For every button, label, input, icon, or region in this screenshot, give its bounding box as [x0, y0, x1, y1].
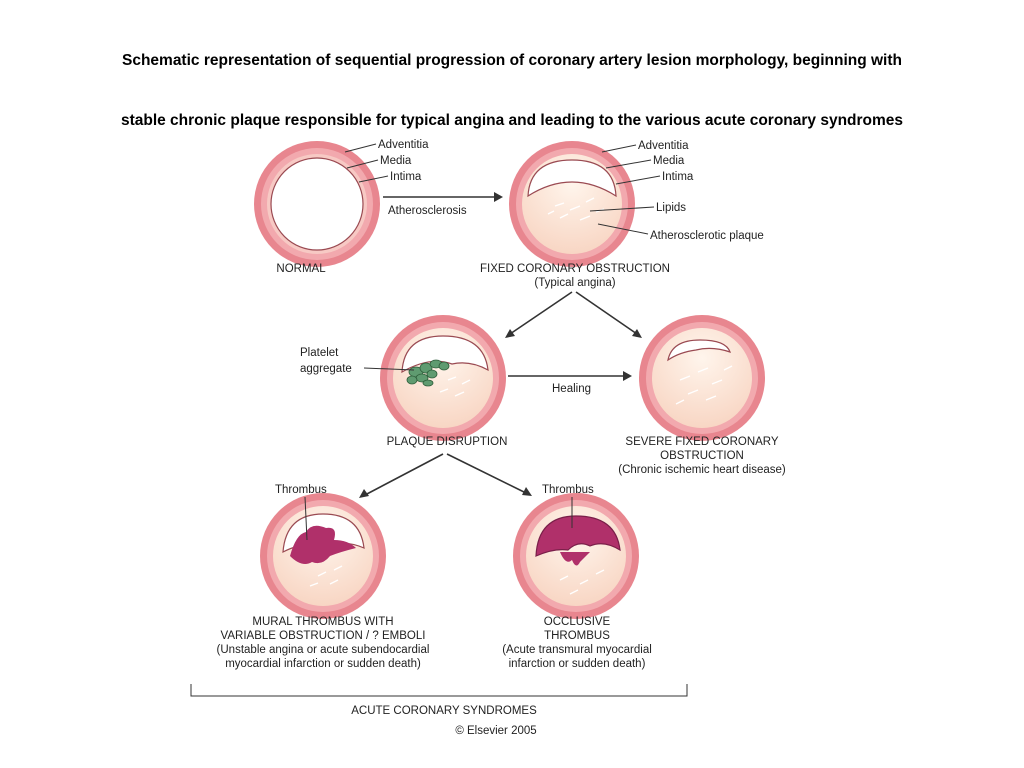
label-adventitia-normal: Adventitia	[378, 139, 429, 151]
caption-mural-2: VARIABLE OBSTRUCTION / ? EMBOLI	[221, 630, 426, 642]
severe-fixed-artery	[639, 315, 765, 441]
mural-thrombus-artery	[260, 493, 386, 619]
normal-artery	[254, 141, 380, 267]
label-platelet-2: aggregate	[300, 363, 352, 375]
caption-occlusive-1: OCCLUSIVE	[544, 616, 611, 628]
caption-mural-1: MURAL THROMBUS WITH	[252, 616, 393, 628]
fixed-obstruction-artery	[509, 141, 635, 267]
caption-normal: NORMAL	[276, 263, 326, 275]
plaque-disruption-artery	[380, 315, 506, 441]
label-media-fixed: Media	[653, 155, 685, 167]
label-thrombus-mural: Thrombus	[275, 484, 327, 496]
title-line-2: stable chronic plaque responsible for ty…	[120, 112, 904, 129]
caption-severe-1: SEVERE FIXED CORONARY	[625, 436, 778, 448]
caption-acute: ACUTE CORONARY SYNDROMES	[351, 705, 537, 717]
caption-fixed-1: FIXED CORONARY OBSTRUCTION	[480, 263, 670, 275]
label-media-normal: Media	[380, 155, 412, 167]
acute-syndromes-bracket	[190, 684, 688, 697]
label-atherosclerotic-plaque: Atherosclerotic plaque	[650, 230, 764, 242]
caption-severe-2: OBSTRUCTION	[660, 450, 744, 462]
label-adventitia-fixed: Adventitia	[638, 140, 689, 152]
label-intima-fixed: Intima	[662, 171, 694, 183]
occlusive-thrombus	[535, 515, 621, 557]
platelet-aggregate	[406, 359, 450, 387]
label-thrombus-occlusive: Thrombus	[542, 484, 594, 496]
label-platelet-1: Platelet	[300, 347, 339, 359]
caption-disruption: PLAQUE DISRUPTION	[387, 436, 508, 448]
caption-occlusive-4: infarction or sudden death)	[509, 658, 646, 670]
caption-severe-3: (Chronic ischemic heart disease)	[618, 464, 786, 476]
caption-occlusive-2: THROMBUS	[544, 630, 610, 642]
caption-occlusive-3: (Acute transmural myocardial	[502, 644, 652, 656]
label-atherosclerosis: Atherosclerosis	[388, 205, 467, 217]
title-line-1: Schematic representation of sequential p…	[121, 52, 902, 69]
caption-mural-4: myocardial infarction or sudden death)	[225, 658, 421, 670]
label-intima-normal: Intima	[390, 171, 422, 183]
caption-mural-3: (Unstable angina or acute subendocardial	[217, 644, 430, 656]
lumen	[270, 157, 364, 251]
copyright: © Elsevier 2005	[455, 725, 536, 737]
narrowed-lumen	[527, 159, 617, 198]
occlusive-thrombus-artery	[513, 493, 639, 619]
label-lipids: Lipids	[656, 202, 686, 214]
label-healing: Healing	[552, 383, 591, 395]
caption-fixed-2: (Typical angina)	[534, 277, 615, 289]
